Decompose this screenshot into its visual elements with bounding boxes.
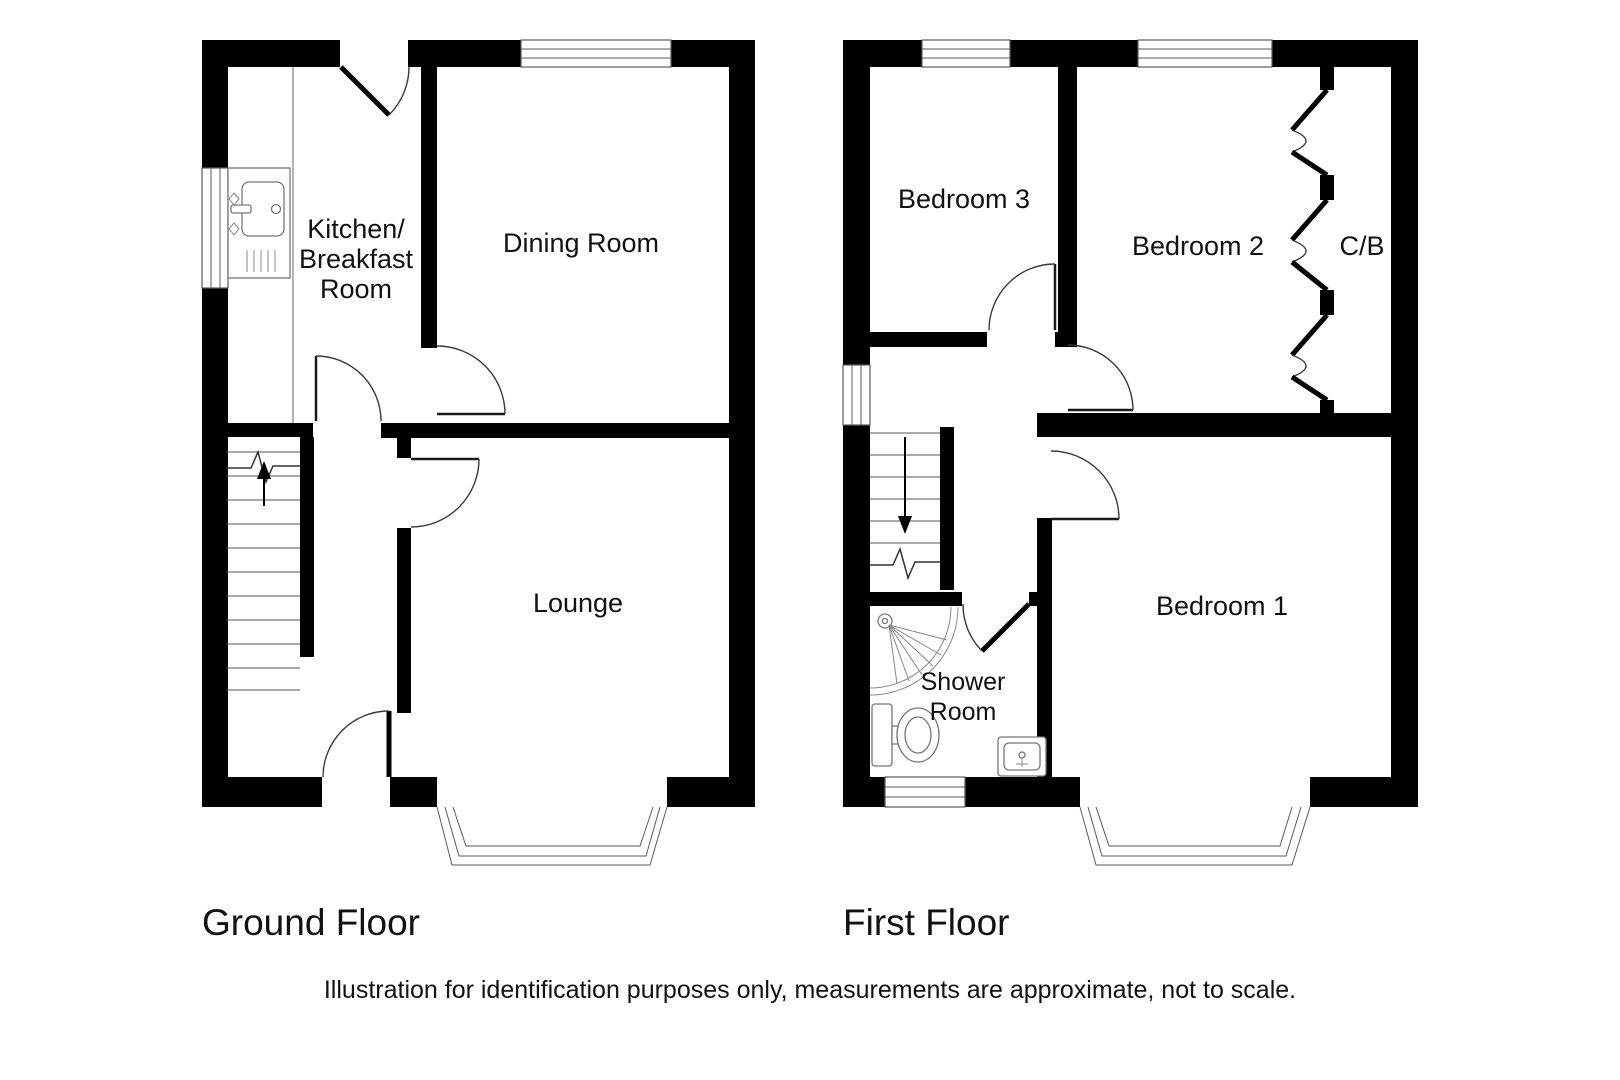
lounge-label: Lounge: [533, 588, 623, 618]
toilet-icon: [871, 703, 940, 767]
cupboard-label: C/B: [1339, 231, 1384, 261]
stairs-up-icon: [226, 449, 300, 691]
front-door-icon: [322, 710, 392, 778]
shower-room-label-line2: Room: [930, 698, 997, 726]
kitchen-sink-icon: [227, 67, 294, 423]
kitchen-door-icon: [314, 355, 382, 422]
window-icon: [842, 364, 871, 426]
window-icon: [921, 39, 1011, 68]
first-floor-title: First Floor: [843, 902, 1010, 943]
window-icon: [1137, 39, 1273, 68]
shower-room-label-line1: Shower: [921, 668, 1006, 696]
window-icon: [201, 167, 229, 289]
bedroom3-door-icon: [988, 263, 1057, 331]
ground-doors: [314, 65, 506, 778]
first-floor-plan: Bedroom 3 Bedroom 2 C/B Bedroom 1 Shower…: [842, 39, 1418, 866]
shower-room-door-icon: [962, 602, 1031, 653]
wash-basin-icon: [997, 736, 1047, 777]
kitchen-label-line2: Breakfast: [299, 244, 414, 274]
stairs-direction-arrow: [257, 461, 271, 506]
ground-windows: [201, 39, 672, 866]
bay-window-icon: [1079, 806, 1311, 866]
back-door-icon: [339, 65, 410, 117]
shower-enclosure-icon: [869, 606, 959, 696]
ground-exterior-walls: [202, 40, 755, 807]
dining-door-icon: [436, 345, 506, 416]
kitchen-label-line1: Kitchen/: [307, 214, 405, 244]
bedroom2-label: Bedroom 2: [1132, 231, 1264, 261]
ground-interior-walls: [228, 67, 729, 713]
ground-floor-title: Ground Floor: [202, 902, 420, 943]
window-icon: [520, 39, 672, 68]
stairs-direction-arrow: [898, 437, 912, 534]
first-exterior-walls: [843, 40, 1418, 807]
cupboard-folding-doors-icon: [1290, 67, 1334, 423]
stairs-down-icon: [870, 432, 940, 581]
window-icon: [884, 776, 966, 808]
disclaimer-text: Illustration for identification purposes…: [324, 976, 1296, 1004]
lounge-door-icon: [410, 457, 480, 528]
first-windows: [842, 39, 1311, 866]
bedroom2-door-icon: [1067, 344, 1134, 412]
bedroom3-label: Bedroom 3: [898, 184, 1030, 214]
bedroom1-label: Bedroom 1: [1156, 591, 1288, 621]
first-doors: [962, 263, 1134, 653]
bedroom1-door-icon: [1050, 450, 1120, 521]
dining-room-label: Dining Room: [503, 228, 659, 258]
bay-window-icon: [436, 806, 668, 866]
ground-floor-plan: Kitchen/ Breakfast Room Dining Room Loun…: [201, 39, 755, 866]
kitchen-label-line3: Room: [320, 274, 392, 304]
